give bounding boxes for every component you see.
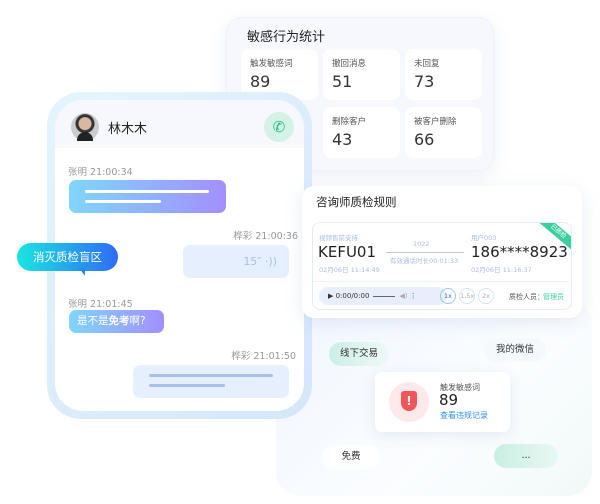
- speed-2x[interactable]: 2x: [478, 288, 494, 304]
- stat-value: 89: [250, 72, 271, 91]
- message-bubble: [69, 180, 226, 213]
- agent-time: 02月06日 11:14:49: [319, 266, 380, 274]
- speed-1-5x[interactable]: 1.5x: [459, 288, 475, 304]
- phone-icon[interactable]: ✆: [264, 112, 294, 142]
- call-record[interactable]: 已质检 视频售前支持 KEFU01 02月06日 11:14:49 1022 有…: [312, 222, 572, 310]
- call-count: 1022: [413, 240, 430, 248]
- highlight-badge: 消灭质检盲区: [17, 243, 118, 276]
- agent-id: KEFU01: [318, 243, 377, 261]
- qc-title: 咨询师质检规则: [316, 195, 397, 209]
- player-time: ▶ 0:00/0:00: [328, 292, 370, 300]
- tag-free: 免费: [322, 445, 380, 469]
- stat-value: 51: [332, 72, 353, 91]
- stat-label: 未回复: [414, 59, 440, 69]
- stat-label: 删除客户: [332, 117, 367, 127]
- volume-icon[interactable]: ◀): [399, 292, 408, 300]
- stat-value: 66: [414, 130, 435, 149]
- message-meta: 张明 21:00:34: [68, 167, 133, 178]
- stat-value: 43: [332, 130, 353, 149]
- stat-label: 触发敏感词: [250, 59, 293, 69]
- message-meta: 张明 21:01:45: [68, 299, 133, 310]
- tag-more: ...: [494, 444, 558, 468]
- arrow-icon: [386, 252, 464, 253]
- chat-header: 林木木 ✆: [55, 100, 304, 148]
- alert-value: 89: [439, 391, 459, 409]
- stat-label: 撤回消息: [332, 59, 367, 69]
- qc-rule-card: 咨询师质检规则 已质检 视频售前支持 KEFU01 02月06日 11:14:4…: [302, 186, 582, 318]
- sensitive-stats-card: 敏感行为统计 触发敏感词 89 撤回消息 51 未回复 73 删除客户 43 被客户删除…: [226, 17, 494, 171]
- stat-no-reply[interactable]: 未回复 73: [405, 49, 482, 100]
- message-meta: 桦彩 21:01:50: [231, 351, 296, 362]
- inspector-label: 质检人员：: [509, 293, 544, 301]
- stat-trigger[interactable]: 触发敏感词 89: [241, 49, 318, 100]
- stat-recall[interactable]: 撤回消息 51: [323, 49, 400, 100]
- shield-alert-icon: !: [389, 382, 429, 422]
- more-icon[interactable]: ⋮: [409, 292, 417, 300]
- audio-player[interactable]: ▶ 0:00/0:00 ◀) ⋮: [319, 287, 447, 305]
- call-duration: 有效通话时长00:01:33: [390, 257, 459, 265]
- sensitive-alert-card: ! 触发敏感词 89 查看违规记录: [375, 372, 510, 432]
- tag-my-wechat: 我的微信: [484, 338, 546, 362]
- agent-label: 视频售前支持: [319, 234, 358, 242]
- stat-label: 被客户删除: [414, 117, 457, 127]
- message-text: 啊?: [129, 315, 146, 327]
- view-violations-link[interactable]: 查看违规记录: [440, 411, 488, 420]
- stat-deleted-by-customer[interactable]: 被客户删除 66: [405, 107, 482, 158]
- alert-label: 触发敏感词: [440, 383, 480, 392]
- message-text: 是不是: [77, 315, 109, 327]
- speed-1x[interactable]: 1x: [440, 288, 456, 304]
- user-time: 02月06日 11:16:37: [471, 266, 532, 274]
- contact-name: 林木木: [108, 122, 148, 137]
- inspector-name: 管理员: [543, 293, 564, 301]
- message-bubble: [133, 365, 289, 398]
- message-meta: 桦彩 21:00:36: [233, 231, 298, 242]
- stat-delete-customer[interactable]: 删除客户 43: [323, 107, 400, 158]
- voice-message[interactable]: 15″ ·)): [183, 245, 289, 278]
- avatar: [71, 113, 99, 141]
- message-bubble: 是不是免考啊?: [69, 310, 164, 333]
- stats-title: 敏感行为统计: [247, 30, 326, 45]
- user-phone: 186****8923: [471, 243, 568, 261]
- tag-offline-trade: 线下交易: [329, 342, 389, 366]
- user-label: 用户003: [471, 234, 497, 242]
- stat-value: 73: [414, 72, 435, 91]
- sensitive-word: 免考: [108, 315, 130, 327]
